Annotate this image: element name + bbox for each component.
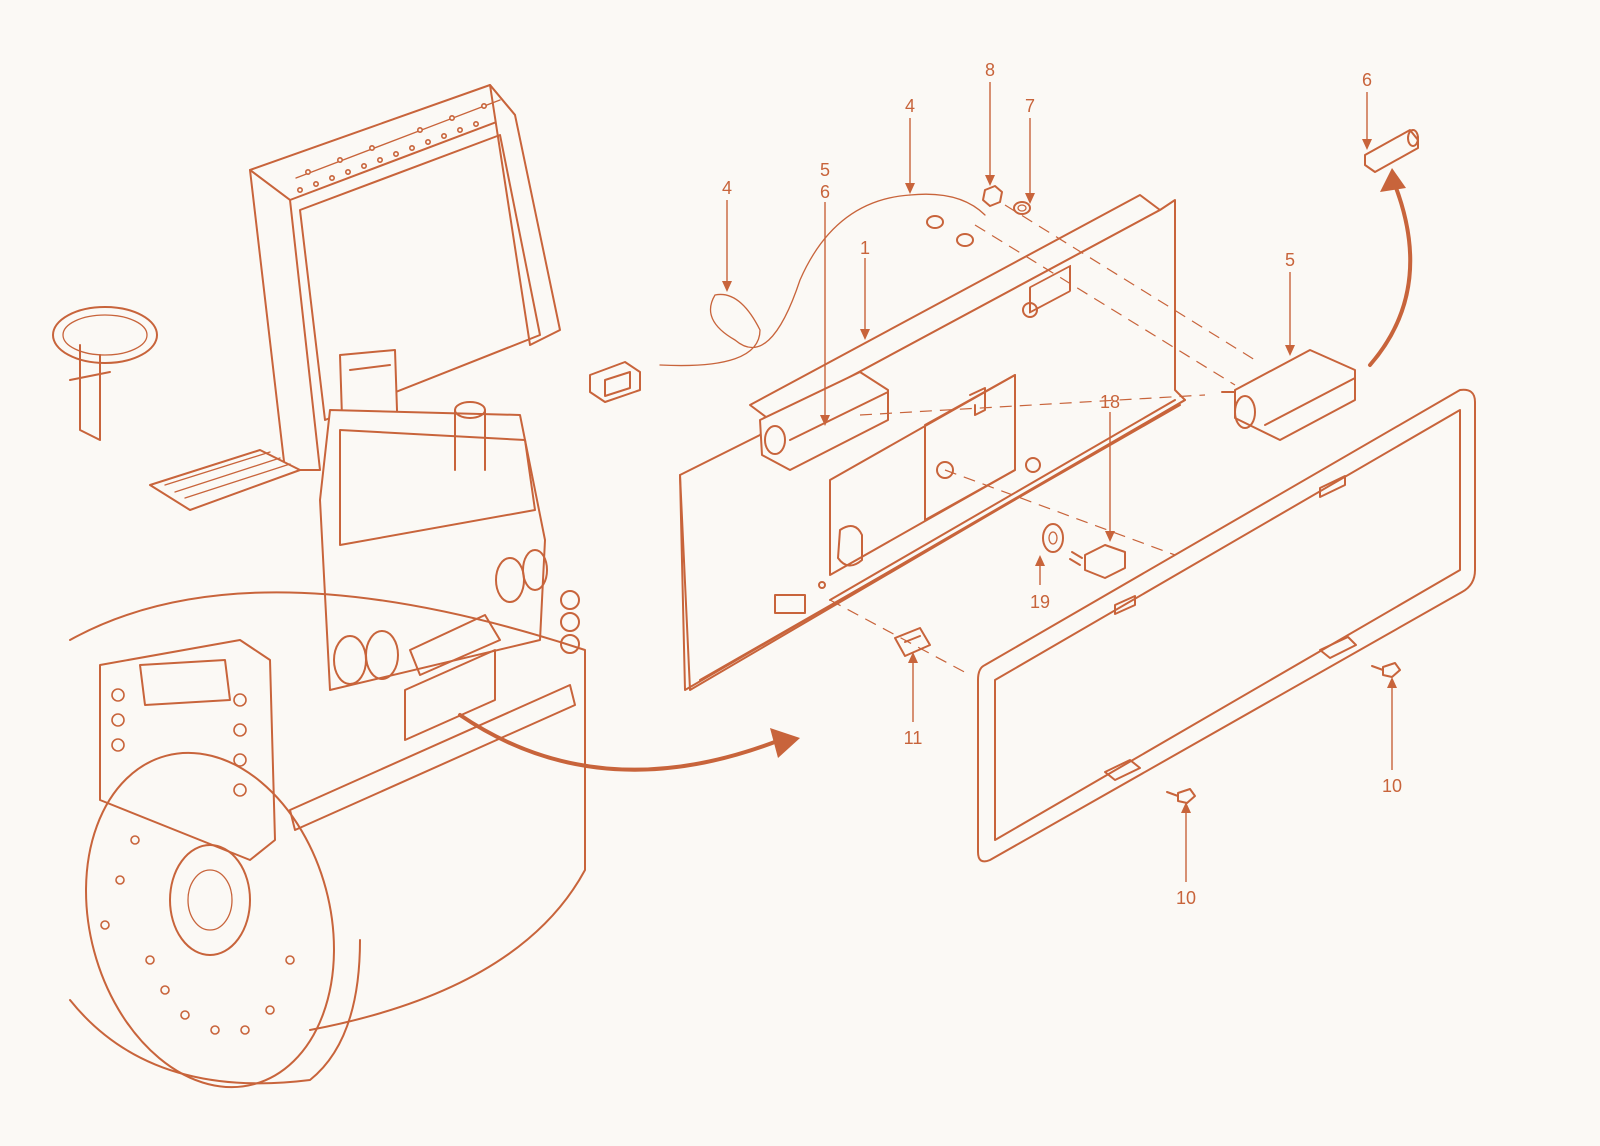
callout-label: 5 [1285,250,1295,270]
callout-label: 7 [1025,96,1035,116]
callout-label: 1 [860,238,870,258]
callout-label: 8 [985,60,995,80]
callout-label: 11 [904,728,923,748]
side-plate-bolts [111,688,247,797]
mounting-bracket [679,194,1186,691]
alignment-lines [829,204,1256,676]
arrow-head-lamp [1380,168,1406,192]
callout-label: 4 [722,178,732,198]
callout-label: 4 [905,96,915,116]
callout-label: 18 [1100,392,1120,412]
roller-machine-illustration [52,84,586,1089]
screws [1166,662,1401,804]
assembly-arrows [458,168,1413,772]
callout-label: 19 [1030,592,1050,612]
lamp-bulb [1364,129,1419,173]
callout-label: 10 [1176,888,1196,908]
rops-perforations [296,103,487,194]
callout-label: 5 [820,160,830,180]
drum-holes [100,835,295,1035]
callout-label: 10 [1382,776,1402,796]
lamp-right [1221,349,1356,441]
bolt-and-washer [1042,523,1126,579]
callout-label: 6 [1362,70,1372,90]
clip-nut [894,627,931,657]
plate-frame [977,388,1476,863]
dashboard-gauges [333,549,580,685]
callouts: 8 7 6 4 4 5 6 1 5 18 [722,60,1402,908]
arrow-head-main [770,728,800,758]
wire-harness [589,193,986,403]
nut-and-washer [982,185,1031,215]
callout-label: 6 [820,182,830,202]
